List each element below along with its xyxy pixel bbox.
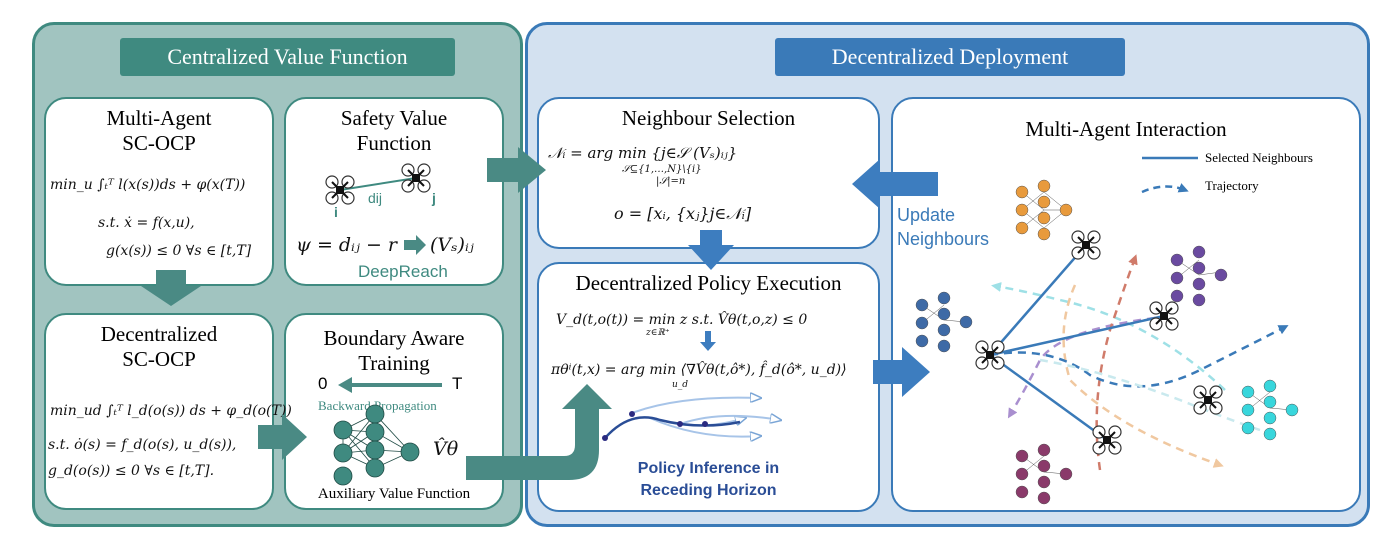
policy-argmin-sub: u_d bbox=[672, 380, 689, 390]
neighbour-links bbox=[989, 244, 1165, 442]
neighbour-selection-box bbox=[537, 97, 880, 249]
drone-icon bbox=[1071, 230, 1101, 260]
policy-title: Decentralized Policy Execution bbox=[575, 271, 842, 295]
dec-ocp-title-1: Decentralized bbox=[100, 322, 218, 346]
ocp-eq-constraint: g(x(s)) ≤ 0 ∀s ∈ [t,T] bbox=[106, 243, 252, 259]
drone-i-icon bbox=[325, 175, 355, 205]
policy-argmin-eq: πθⁱ(t,x) = arg min ⟨∇V̂θ(t,ô*), f̂_d(ô*,… bbox=[551, 362, 847, 378]
safety-title-2: Function bbox=[356, 131, 432, 155]
time-T-label: T bbox=[452, 374, 463, 393]
decentralized-ocp-box bbox=[44, 313, 274, 510]
ocp-title-2: SC-OCP bbox=[122, 131, 196, 155]
agent-trajectories bbox=[989, 254, 1289, 471]
agent-i-label: i bbox=[334, 204, 338, 220]
dec-ocp-eq-constraint: g_d(o(s)) ≤ 0 ∀s ∈ [t,T]. bbox=[48, 463, 215, 479]
interaction-title: Multi-Agent Interaction bbox=[1025, 117, 1227, 141]
neighbour-argmin-eq: 𝒩ᵢ = arg min {j∈𝒮 (Vₛ)ᵢⱼ} bbox=[548, 144, 738, 162]
arrow-safety-to-neighbour bbox=[487, 147, 546, 193]
drone-j-icon bbox=[401, 163, 431, 193]
drone-icon bbox=[1149, 301, 1179, 331]
observation-eq: o = [xᵢ, {xⱼ}j∈𝒩ᵢ] bbox=[614, 204, 752, 223]
ocp-title-1: Multi-Agent bbox=[106, 106, 212, 130]
small-arrow-value-to-policy bbox=[700, 331, 716, 351]
neighbour-title: Neighbour Selection bbox=[621, 106, 796, 130]
boundary-title-2: Training bbox=[358, 351, 430, 375]
ocp-eq-dynamics: s.t. ẋ = f(x,u), bbox=[98, 215, 195, 231]
legend-trajectory-label: Trajectory bbox=[1205, 178, 1259, 193]
orange-network-icon bbox=[1015, 179, 1073, 241]
legend-dashed-line bbox=[1141, 183, 1189, 194]
aux-value-label: Auxiliary Value Function bbox=[317, 486, 471, 502]
v-theta-label: V̂θ bbox=[433, 438, 459, 460]
neural-network-icon bbox=[333, 404, 420, 486]
inference-label-2: Receding Horizon bbox=[640, 482, 777, 499]
multi-agent-interaction-box bbox=[891, 97, 1361, 512]
neighbour-argmin-sub2: |𝒮|=n bbox=[656, 176, 686, 187]
decentralized-banner: Decentralized Deployment bbox=[775, 38, 1125, 76]
deepreach-label: DeepReach bbox=[358, 262, 448, 281]
dec-ocp-title-2: SC-OCP bbox=[122, 347, 196, 371]
update-label-2: Neighbours bbox=[897, 229, 990, 249]
distance-label: dij bbox=[368, 190, 383, 206]
boundary-title-1: Boundary Aware bbox=[323, 326, 465, 350]
centralized-banner: Centralized Value Function bbox=[120, 38, 455, 76]
time-zero-label: 0 bbox=[318, 374, 328, 393]
policy-execution-box bbox=[537, 262, 880, 512]
arrow-training-to-policy bbox=[466, 384, 612, 480]
ego-drone-icon bbox=[975, 340, 1005, 370]
maroon-network-icon bbox=[1015, 443, 1073, 505]
receding-horizon-trajectories bbox=[602, 398, 780, 441]
arrow-ocp-to-decentralized bbox=[141, 270, 201, 306]
blue-network-icon bbox=[915, 291, 973, 353]
safety-value-box bbox=[284, 97, 504, 286]
dec-ocp-eq-objective: min_ud ∫ₜᵀ l_d(o(s)) ds + φ_d(o(T)) bbox=[50, 403, 292, 419]
psi-equation: ψ = dᵢⱼ − r bbox=[296, 234, 397, 256]
safety-title-1: Safety Value bbox=[340, 106, 448, 130]
small-arrow-psi-to-vs bbox=[404, 235, 426, 255]
arrow-interaction-to-neighbour bbox=[852, 159, 938, 209]
arrow-policy-to-interaction bbox=[873, 347, 930, 397]
arrow-dec-ocp-to-training bbox=[258, 414, 307, 460]
cyan-network-icon bbox=[1241, 379, 1299, 441]
neighbour-argmin-sub1: 𝒮⊆{1,…,N}\{i} bbox=[622, 164, 702, 175]
value-min-sub: z∈ℝ⁺ bbox=[646, 328, 670, 338]
dec-ocp-eq-dynamics: s.t. ȯ(s) = f_d(o(s), u_d(s)), bbox=[48, 437, 237, 453]
purple-network-icon bbox=[1170, 245, 1228, 307]
arrow-neighbour-to-policy bbox=[688, 230, 734, 270]
ocp-eq-objective: min_u ∫ₜᵀ l(x(s))ds + φ(x(T)) bbox=[50, 177, 246, 193]
agent-j-label: j bbox=[432, 190, 436, 206]
vs-label: (Vₛ)ᵢⱼ bbox=[430, 234, 474, 256]
inference-label-1: Policy Inference in bbox=[637, 460, 780, 477]
legend-selected-label: Selected Neighbours bbox=[1205, 150, 1313, 165]
value-min-eq: V_d(t,o(t)) = min z s.t. V̂θ(t,o,z) ≤ 0 bbox=[556, 312, 808, 328]
update-label-1: Update bbox=[897, 205, 956, 225]
